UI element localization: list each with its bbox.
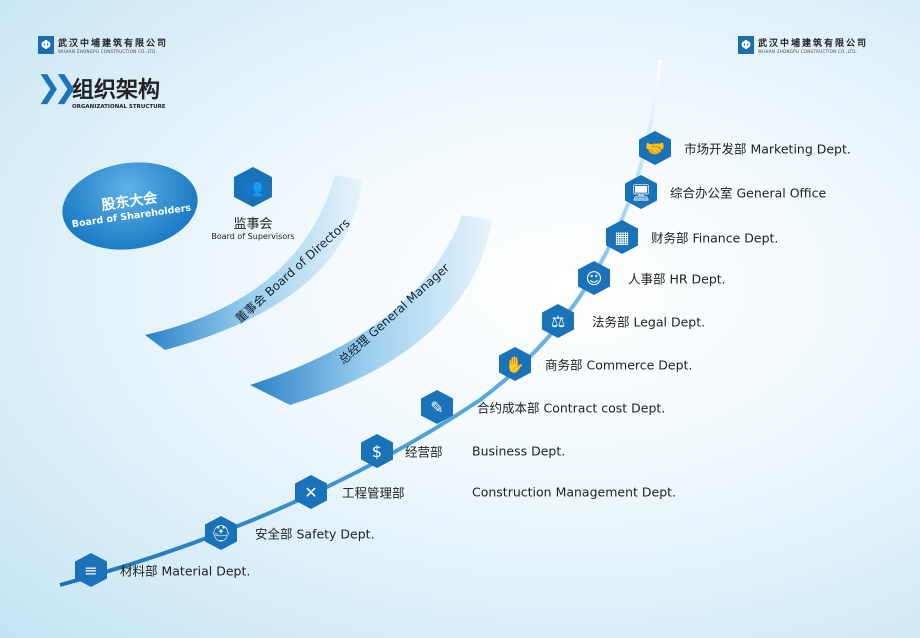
department-label: 综合办公室 General Office (670, 185, 827, 201)
logo-icon: Φ (738, 36, 754, 54)
department-label: 财务部 Finance Dept. (651, 230, 779, 246)
people-icon: 👥 (234, 167, 272, 207)
department-label-en: Business Dept. (472, 443, 566, 459)
page-title: 组织架构 (72, 78, 161, 103)
department-label: 商务部 Commerce Dept. (545, 357, 693, 373)
department-label: 人事部 HR Dept. (628, 271, 726, 287)
company-name-cn: 武汉中埔建筑有限公司 (758, 39, 869, 49)
supervisors-en: Board of Supervisors (211, 232, 295, 241)
department-label: 安全部 Safety Dept. (255, 526, 375, 542)
logo-icon: Φ (38, 36, 54, 54)
double-chevron-icon: ❯❯ (36, 70, 78, 105)
supervisors-cn: 监事会 (233, 217, 273, 232)
department-label: 工程管理部 (342, 485, 405, 501)
department-label: 材料部 Material Dept. (120, 563, 251, 579)
department-label: 合约成本部 Contract cost Dept. (477, 400, 666, 416)
department-label: 法务部 Legal Dept. (592, 314, 706, 330)
company-name-cn: 武汉中埔建筑有限公司 (58, 39, 169, 49)
department-label: 经营部 (405, 444, 443, 460)
hardhat-icon: ⛑ (205, 516, 237, 550)
company-name-en: WUHAN ZHONGPU CONSTRUCTION CO.,LTD. (58, 49, 158, 54)
department-label-en: Construction Management Dept. (472, 484, 677, 500)
company-name-en: WUHAN ZHONGPU CONSTRUCTION CO.,LTD. (758, 49, 858, 54)
materials-icon: ≡ (75, 553, 107, 587)
supervisors-node: 监事会 Board of Supervisors (210, 213, 296, 241)
directors-ribbon (145, 175, 362, 350)
manager-ribbon (250, 215, 492, 405)
page-subtitle: ORGANIZATIONAL STRUCTURE (72, 104, 166, 110)
department-label: 市场开发部 Marketing Dept. (684, 141, 851, 157)
